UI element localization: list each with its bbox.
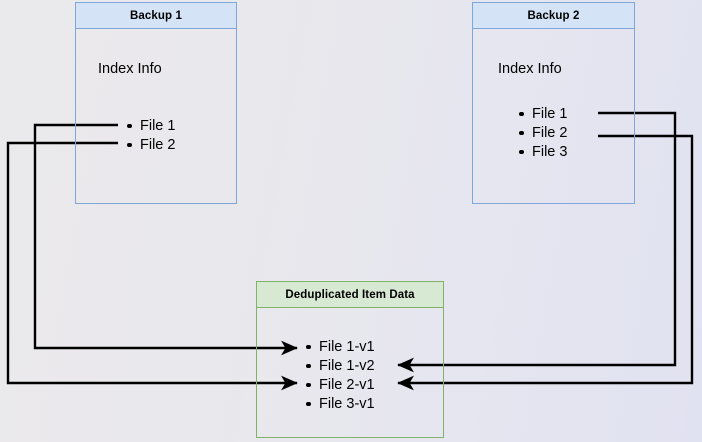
list-item: File 2-v1 — [305, 377, 375, 393]
node-backup-2-body — [472, 28, 635, 204]
node-backup-1-body — [75, 28, 237, 204]
node-backup-1-header: Backup 1 — [75, 2, 237, 29]
backup-1-file-list: File 1 File 2 — [126, 118, 175, 153]
list-item: File 3 — [518, 144, 567, 160]
backup-1-index-info-label: Index Info — [98, 61, 162, 77]
node-dedup-body — [256, 307, 444, 438]
node-backup-2-header: Backup 2 — [472, 2, 635, 29]
dedup-file-list: File 1-v1 File 1-v2 File 2-v1 File 3-v1 — [305, 339, 375, 412]
list-item: File 1-v1 — [305, 339, 375, 355]
node-dedup-header: Deduplicated Item Data — [256, 281, 444, 308]
backup-2-index-info-label: Index Info — [498, 61, 562, 77]
list-item: File 2 — [518, 125, 567, 141]
node-deduplicated-item-data[interactable]: Deduplicated Item Data File 1-v1 File 1-… — [256, 281, 444, 438]
list-item: File 1 — [518, 106, 567, 122]
backup-2-file-list: File 1 File 2 File 3 — [518, 106, 567, 160]
list-item: File 3-v1 — [305, 396, 375, 412]
node-backup-1[interactable]: Backup 1 Index Info File 1 File 2 — [75, 2, 237, 204]
list-item: File 1-v2 — [305, 358, 375, 374]
list-item: File 2 — [126, 137, 175, 153]
node-backup-2[interactable]: Backup 2 Index Info File 1 File 2 File 3 — [472, 2, 635, 204]
list-item: File 1 — [126, 118, 175, 134]
